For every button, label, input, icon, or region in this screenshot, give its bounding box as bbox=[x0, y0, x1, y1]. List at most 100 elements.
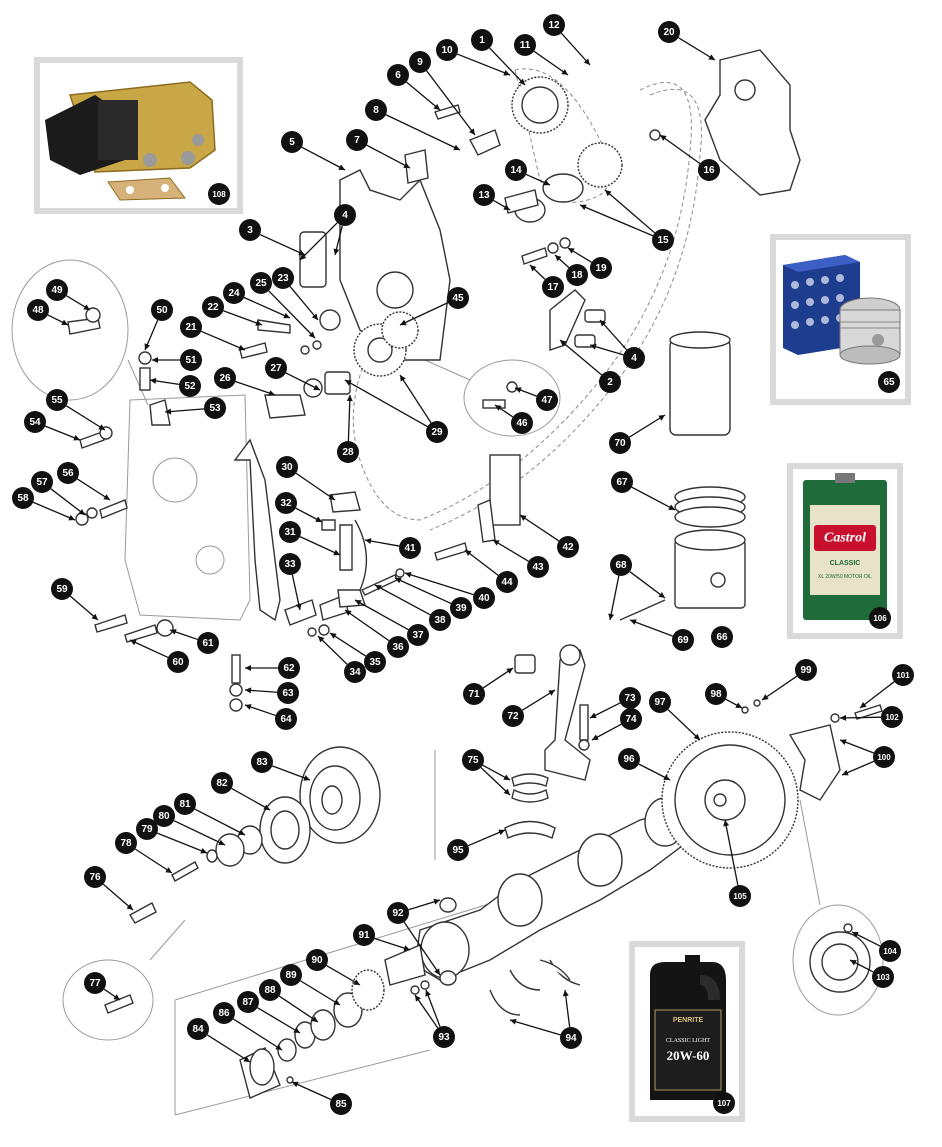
callout-39: 39 bbox=[450, 597, 472, 619]
leader-arrowhead-45 bbox=[400, 319, 407, 326]
leader-arrowhead-69 bbox=[630, 619, 637, 625]
callout-circle bbox=[447, 287, 469, 309]
leader-arrowhead-15 bbox=[580, 204, 587, 211]
callout-8: 8 bbox=[365, 99, 387, 121]
callout-number: 21 bbox=[185, 322, 197, 333]
callout-circle bbox=[536, 389, 558, 411]
leader-line-68 bbox=[629, 571, 666, 599]
callout-63: 63 bbox=[277, 682, 299, 704]
callout-circle bbox=[12, 487, 34, 509]
callout-44: 44 bbox=[496, 571, 518, 593]
callout-26: 26 bbox=[214, 367, 236, 389]
leader-line-22 bbox=[223, 310, 263, 326]
callout-circle bbox=[560, 1027, 582, 1049]
leader-line-25 bbox=[268, 290, 316, 339]
leader-arrowhead-91 bbox=[403, 945, 410, 951]
leader-arrowhead-56 bbox=[103, 494, 110, 500]
leader-line-69 bbox=[629, 619, 673, 637]
callout-66: 66 bbox=[711, 626, 733, 648]
callout-71: 71 bbox=[463, 683, 485, 705]
callout-65: 65 bbox=[878, 371, 900, 393]
callout-30: 30 bbox=[276, 456, 298, 478]
leader-line-92 bbox=[403, 921, 441, 976]
callout-62: 62 bbox=[278, 657, 300, 679]
callout-83: 83 bbox=[251, 751, 273, 773]
leader-line-82 bbox=[231, 787, 271, 811]
leader-line-100 bbox=[839, 739, 874, 754]
callout-72: 72 bbox=[502, 705, 524, 727]
leader-line-56 bbox=[76, 478, 111, 501]
leader-line-35 bbox=[329, 632, 367, 657]
callout-90: 90 bbox=[306, 949, 328, 971]
leader-arrowhead-13 bbox=[503, 204, 510, 210]
callout-85: 85 bbox=[330, 1093, 352, 1115]
callout-number: 47 bbox=[541, 395, 553, 406]
oil-can-brand: Castrol bbox=[824, 531, 866, 546]
leader-arrowhead-60 bbox=[130, 639, 137, 646]
callout-number: 91 bbox=[358, 930, 370, 941]
callout-88: 88 bbox=[259, 979, 281, 1001]
callout-29: 29 bbox=[426, 421, 448, 443]
leader-line-45 bbox=[399, 302, 449, 326]
callout-number: 42 bbox=[562, 542, 574, 553]
callout-77: 77 bbox=[84, 972, 106, 994]
leader-line-94 bbox=[509, 1019, 561, 1036]
leader-line-105 bbox=[724, 819, 739, 886]
leader-arrowhead-49 bbox=[83, 304, 90, 310]
leader-arrowhead-94 bbox=[510, 1018, 517, 1025]
leader-arrowhead-77 bbox=[113, 994, 120, 1000]
leader-line-12 bbox=[560, 32, 591, 66]
leader-arrowhead-68 bbox=[658, 592, 665, 598]
callout-number: 23 bbox=[277, 273, 289, 284]
callout-circle bbox=[881, 706, 903, 728]
callout-number: 95 bbox=[452, 845, 464, 856]
callout-number: 96 bbox=[623, 754, 635, 765]
callout-50: 50 bbox=[151, 299, 173, 321]
callout-number: 1 bbox=[479, 35, 485, 46]
callout-number: 26 bbox=[219, 373, 231, 384]
callout-number: 77 bbox=[89, 978, 101, 989]
castrol-oil-can: Castrol CLASSIC XL 20W/50 MOTOR OIL bbox=[803, 473, 887, 620]
callout-circle bbox=[279, 553, 301, 575]
leader-arrowhead-29 bbox=[400, 375, 406, 382]
leader-arrowhead-92 bbox=[434, 968, 440, 975]
callout-circle bbox=[84, 972, 106, 994]
callout-57: 57 bbox=[31, 471, 53, 493]
leader-line-29 bbox=[344, 379, 428, 428]
leader-line-67 bbox=[631, 486, 676, 511]
leader-arrowhead-71 bbox=[506, 668, 513, 674]
leader-arrowhead-72 bbox=[548, 690, 555, 696]
callout-54: 54 bbox=[24, 411, 46, 433]
callout-circle bbox=[223, 282, 245, 304]
callout-number: 58 bbox=[17, 493, 29, 504]
callout-circle bbox=[713, 1092, 735, 1114]
callout-13: 13 bbox=[473, 184, 495, 206]
callout-number: 60 bbox=[172, 657, 184, 668]
callout-circle bbox=[251, 751, 273, 773]
leader-arrowhead-40 bbox=[405, 571, 412, 578]
callout-94: 94 bbox=[560, 1027, 582, 1049]
callout-circle bbox=[462, 749, 484, 771]
callout-circle bbox=[365, 99, 387, 121]
leader-lines bbox=[32, 32, 895, 1101]
leader-line-101 bbox=[859, 681, 895, 709]
callout-circle bbox=[878, 371, 900, 393]
callout-circle bbox=[433, 1026, 455, 1048]
callout-circle bbox=[281, 131, 303, 153]
penrite-oil-bottle: PENRITE CLASSIC LIGHT 20W-60 bbox=[650, 955, 726, 1100]
callout-86: 86 bbox=[213, 1002, 235, 1024]
callout-number: 84 bbox=[192, 1024, 204, 1035]
leader-arrowhead-100 bbox=[842, 769, 849, 776]
callout-number: 14 bbox=[510, 165, 522, 176]
leader-line-72 bbox=[522, 689, 556, 711]
leader-arrowhead-54 bbox=[73, 434, 80, 441]
callout-circle bbox=[399, 537, 421, 559]
leader-arrowhead-4 bbox=[600, 320, 607, 327]
leader-arrowhead-96 bbox=[663, 774, 670, 780]
leader-line-57 bbox=[50, 488, 86, 516]
callout-number: 35 bbox=[369, 657, 381, 668]
leader-line-29 bbox=[399, 374, 432, 424]
callout-91: 91 bbox=[353, 924, 375, 946]
callout-circle bbox=[27, 299, 49, 321]
callout-34: 34 bbox=[344, 661, 366, 683]
